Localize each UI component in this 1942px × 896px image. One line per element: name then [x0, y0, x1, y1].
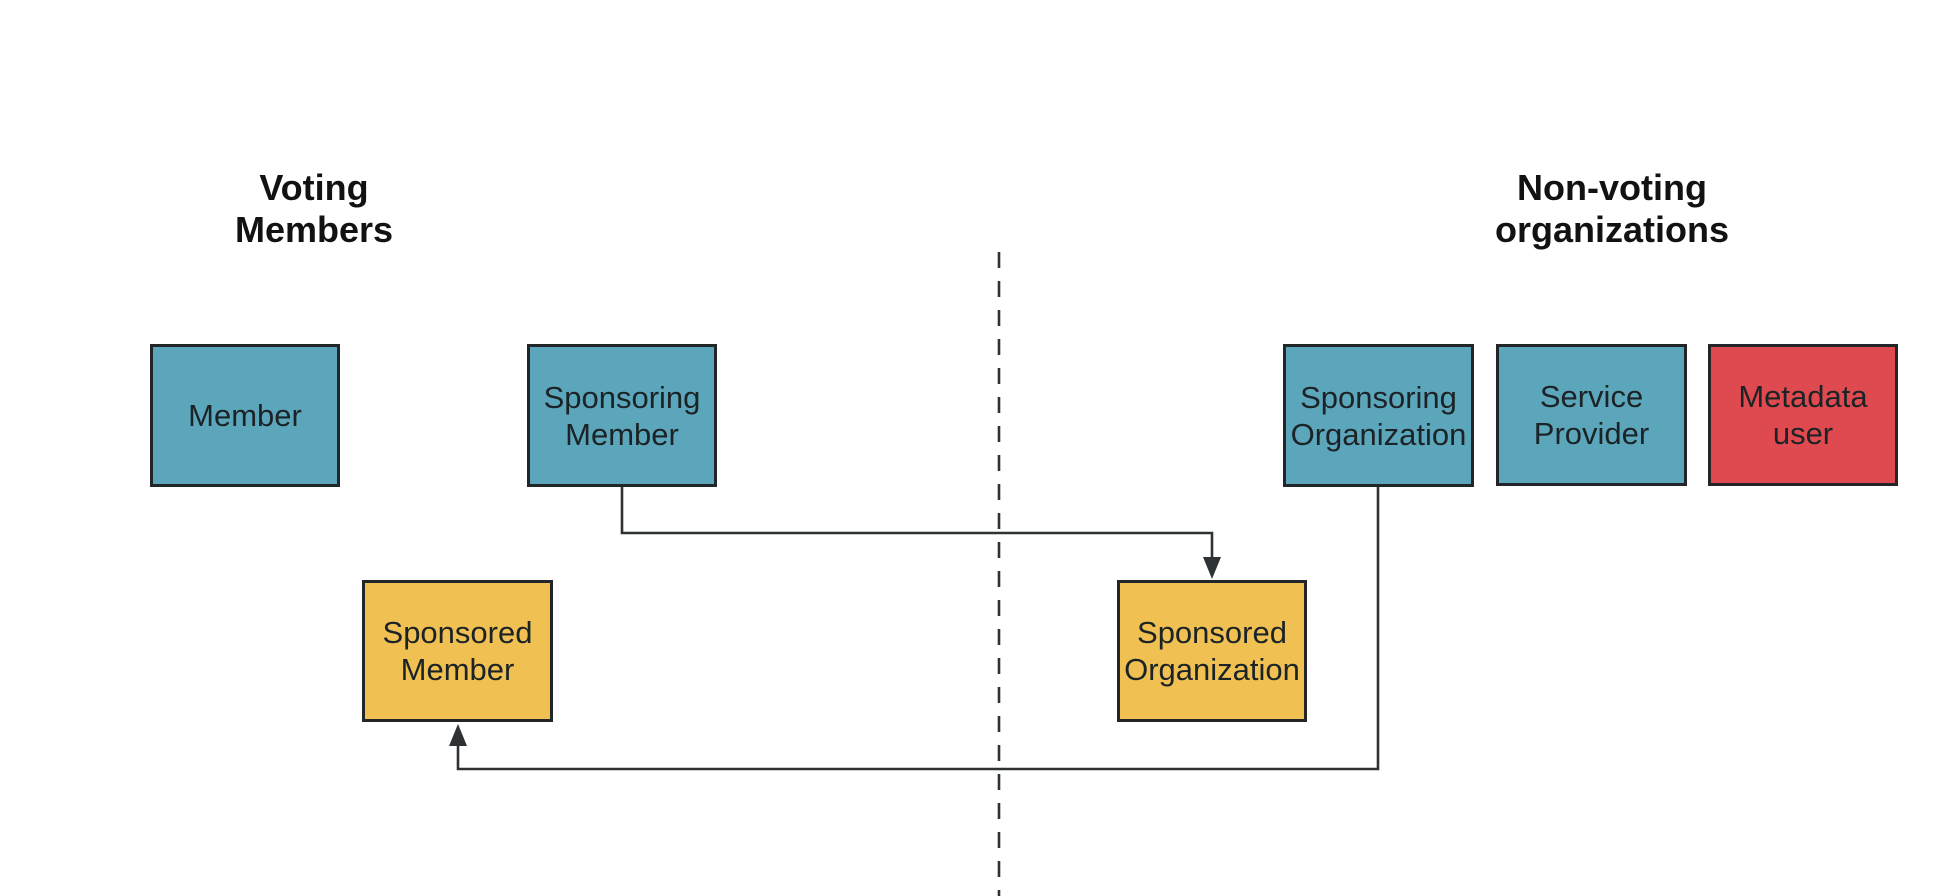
non-voting-organizations-title: Non-voting organizations [1442, 167, 1782, 251]
node-sponsored-organization: Sponsored Organization [1117, 580, 1307, 722]
non-voting-organizations-title-line1: Non-voting [1517, 167, 1707, 208]
node-sponsored-organization-label-line2: Organization [1124, 652, 1300, 687]
node-metadata-user-label-line2: user [1772, 416, 1834, 451]
non-voting-organizations-title-line2: organizations [1494, 209, 1730, 250]
node-sponsoring-organization-label-line2: Organization [1290, 416, 1467, 452]
node-sponsoring-member-label-line2: Member [565, 416, 679, 452]
node-sponsoring-organization-label-line1: Sponsoring [1300, 379, 1457, 415]
node-sponsoring-member-label: Sponsoring Member [544, 379, 701, 453]
node-metadata-user: Metadata user [1708, 344, 1898, 486]
node-sponsored-member: Sponsored Member [362, 580, 553, 722]
node-metadata-user-label: Metadata user [1738, 378, 1867, 452]
node-service-provider-label-line1: Service [1539, 379, 1644, 414]
node-sponsoring-member-label-line1: Sponsoring [543, 379, 701, 415]
node-service-provider-label-line2: Provider [1533, 416, 1650, 451]
node-metadata-user-label-line1: Metadata [1738, 379, 1868, 414]
node-sponsoring-organization-label: Sponsoring Organization [1291, 379, 1467, 453]
voting-members-title: Voting Members [154, 167, 474, 251]
node-sponsored-member-label-line1: Sponsored [382, 615, 533, 650]
arrowhead-down-sponsored-organization [1203, 557, 1221, 579]
voting-members-title-line1: Voting [259, 167, 369, 208]
node-sponsoring-organization: Sponsoring Organization [1283, 344, 1474, 487]
node-member-label-line1: Member [188, 398, 302, 433]
node-sponsored-organization-label-line1: Sponsored [1137, 615, 1287, 650]
connector-sponsoring-member-to-sponsored-organization [620, 487, 1214, 559]
node-member-label: Member [188, 397, 302, 434]
node-sponsored-member-label-line2: Member [400, 652, 515, 687]
node-member: Member [150, 344, 340, 487]
voting-members-title-line2: Members [234, 209, 394, 250]
arrowhead-up-sponsored-member [449, 724, 467, 746]
node-sponsored-member-label: Sponsored Member [383, 614, 533, 688]
node-service-provider-label: Service Provider [1534, 378, 1649, 452]
node-sponsored-organization-label: Sponsored Organization [1124, 614, 1300, 688]
node-sponsoring-member: Sponsoring Member [527, 344, 717, 487]
node-service-provider: Service Provider [1496, 344, 1687, 486]
